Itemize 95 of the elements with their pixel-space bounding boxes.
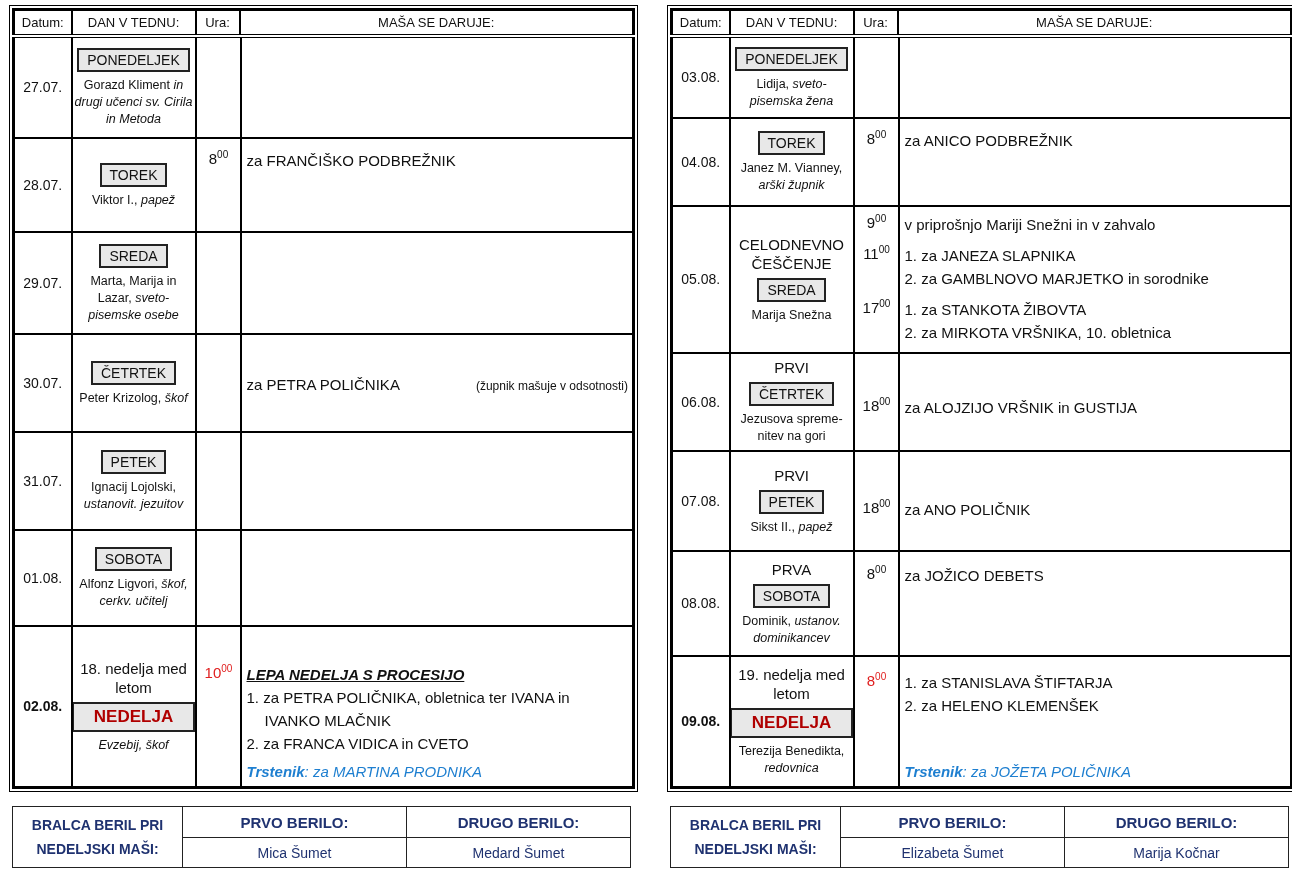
date-text: 27.07. (22, 79, 64, 95)
saint-name: Alfonz Ligvori, škof, cerkv. učitelj (78, 576, 189, 610)
mass-time: 8$^{00}$ (207, 148, 230, 167)
column-header: Ura: (204, 14, 231, 30)
weekday-badge: SREDA (757, 277, 826, 302)
weekday-badge: ČETRTEK (748, 382, 835, 406)
mass-intention: 1. za STANISLAVA ŠTIFTARJA (904, 672, 1114, 693)
weekday-badge: ČETRTEK (90, 360, 177, 385)
date-text: 02.08. (22, 698, 64, 715)
column-header: DRUGO BERILO: (456, 813, 581, 831)
column-header: DAN V TEDNU: (744, 14, 839, 30)
date-text: 03.08. (680, 69, 722, 85)
weekday-badge: PONEDELJEK (735, 46, 848, 71)
mass-intention: 2. za HELENO KLEMENŠEK (904, 695, 1100, 716)
date-text: 06.08. (680, 393, 722, 410)
mass-time: 18$^{00}$ (861, 497, 892, 516)
date-text: 08.08. (680, 595, 722, 611)
day-note: PRVI (774, 358, 809, 377)
sunday-badge: NEDELJA (731, 708, 852, 739)
mass-time: 9$^{00}$ (865, 212, 888, 231)
mass-time: 10$^{00}$ (203, 662, 234, 681)
mass-intention: 2. za MIRKOTA VRŠNIKA, 10. obletnica (904, 322, 1172, 343)
mass-intention: 1. za STANKOTA ŽIBOVTA (904, 299, 1088, 320)
saint-name: Sikst II., papež (750, 518, 833, 536)
mass-intention: za ALOJZIJO VRŠNIK in GUSTIJA (904, 397, 1139, 418)
mass-intention: Trstenik: za MARTINA PRODNIKA (246, 761, 483, 782)
column-header: DAN V TEDNU: (86, 14, 181, 30)
saint-name: Dominik, ustanov. dominikancev (741, 612, 842, 647)
date-text: 29.07. (22, 274, 64, 291)
date-text: 05.08. (680, 271, 722, 287)
date-text: 30.07. (22, 374, 64, 391)
date-text: 28.07. (22, 176, 64, 193)
mass-intention: Trstenik: za JOŽETA POLIČNIKA (904, 761, 1131, 782)
saint-name: Ignacij Lojolski, ustanovit. jezuitov (82, 479, 185, 513)
reader-name: Mica Šumet (256, 844, 333, 861)
mass-intention: 2. za GAMBLNOVO MARJETKO in sorodnike (904, 268, 1210, 289)
mass-time: 17$^{00}$ (861, 297, 892, 316)
mass-time: 18$^{00}$ (861, 395, 892, 414)
readers-heading: BRALCA BERIL PRI NEDELJSKI MAŠI: (30, 816, 165, 859)
date-text: 07.08. (680, 492, 722, 509)
day-note: PRVI (774, 465, 809, 485)
readers-heading: BRALCA BERIL PRI NEDELJSKI MAŠI: (688, 816, 823, 859)
saint-name: Viktor I., papež (91, 191, 176, 209)
day-note: 18. nedelja med letom (79, 658, 188, 697)
saint-name: Terezija Benedikta, redovnica (737, 743, 846, 778)
saint-name: Gorazd Kliment in drugi učenci sv. Cirila in Metoda (73, 77, 194, 128)
mass-intention: za PETRA POLIČNIKA (246, 374, 400, 395)
date-text: 31.07. (22, 472, 64, 489)
sunday-badge: NEDELJA (73, 701, 194, 732)
saint-name: Jezusova spreme-nitev na gori (739, 411, 844, 445)
mass-time: 8$^{00}$ (865, 128, 888, 147)
mass-intention: za JOŽICO DEBETS (904, 565, 1045, 586)
saint-name: Lidija, sveto-pisemska žena (748, 75, 835, 110)
day-note: PRVA (771, 559, 812, 579)
mass-heading: LEPA NEDELJA S PROCESIJO (246, 664, 466, 685)
day-note: 19. nedelja med letom (737, 665, 846, 704)
saint-name: Evzebij, škof (98, 736, 169, 754)
weekday-badge: PONEDELJEK (77, 48, 190, 72)
day-note: CELODNEVNO ČEŠČENJE (738, 234, 845, 273)
reader-name: Medard Šumet (471, 844, 566, 861)
weekday-badge: SOBOTA (94, 547, 173, 571)
mass-time: 8$^{00}$ (865, 563, 888, 582)
date-text: 01.08. (22, 569, 64, 586)
weekday-badge: SOBOTA (752, 583, 831, 608)
mass-intention: 1. za PETRA POLIČNIKA, obletnica ter IVANA in IVANKO MLAČNIK (246, 687, 571, 731)
mass-intention: 1. za JANEZA SLAPNIKA (904, 245, 1077, 266)
reader-name: Marija Kočnar (1132, 844, 1221, 861)
mass-intention: za FRANČIŠKO PODBREŽNIK (246, 150, 457, 171)
date-text: 04.08. (680, 153, 722, 170)
mass-intention: 2. za FRANCA VIDICA in CVETO (246, 733, 470, 754)
weekday-badge: PETEK (100, 450, 167, 474)
saint-name: Marija Snežna (751, 306, 832, 324)
weekday-badge: TOREK (757, 131, 826, 155)
column-header: MAŠA SE DARUJE: (377, 14, 496, 30)
column-header: PRVO BERILO: (239, 813, 350, 831)
column-header: DRUGO BERILO: (1114, 813, 1239, 831)
column-header: Datum: (678, 14, 723, 30)
weekday-badge: TOREK (99, 162, 168, 187)
saint-name: Marta, Marija in Lazar, sveto-pisemske osebe (87, 272, 180, 324)
date-text: 09.08. (680, 713, 722, 730)
column-header: Ura: (862, 14, 889, 30)
column-header: MAŠA SE DARUJE: (1035, 14, 1154, 30)
column-header: Datum: (20, 14, 65, 30)
saint-name: Peter Krizolog, škof (79, 389, 188, 407)
weekday-badge: PETEK (758, 489, 825, 514)
mass-intention: v priprošnjo Mariji Snežni in v zahvalo (904, 214, 1157, 235)
reader-name: Elizabeta Šumet (900, 844, 1005, 861)
saint-name: Janez M. Vianney, arški župnik (739, 160, 844, 194)
weekday-badge: SREDA (99, 243, 168, 268)
mass-intention: za ANO POLIČNIK (904, 499, 1032, 520)
mass-time: 8$^{00}$ (865, 670, 888, 689)
mass-intention: za ANICO PODBREŽNIK (904, 130, 1074, 151)
column-header: PRVO BERILO: (897, 813, 1008, 831)
side-note: (župnik mašuje v odsotnosti) (475, 378, 628, 393)
mass-time: 11$^{00}$ (862, 243, 891, 262)
